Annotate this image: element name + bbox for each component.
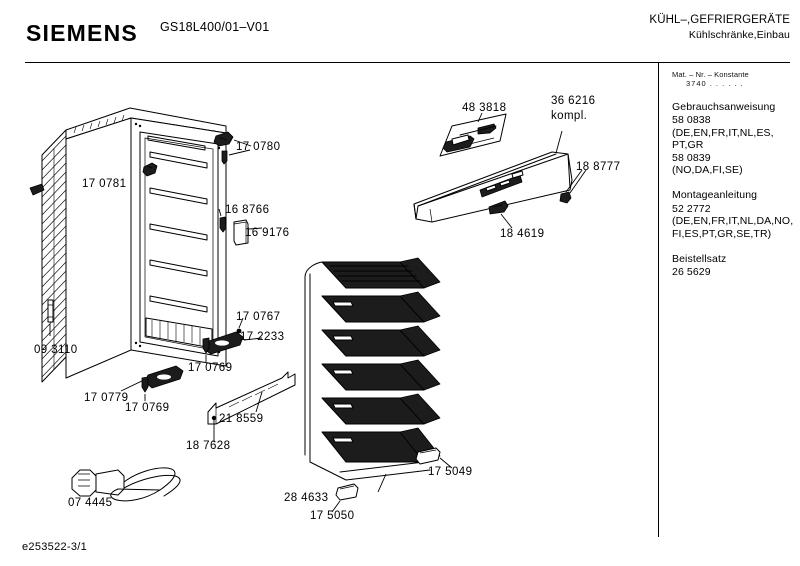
document-id: e253522-3/1 — [22, 541, 88, 553]
shelf-row — [321, 393, 441, 425]
callout-170781: 17 0781 — [82, 178, 127, 190]
shelf-row — [321, 325, 441, 357]
part-175049-cap — [415, 447, 453, 469]
header-divider — [25, 62, 790, 63]
category-line-1: KÜHL–,GEFRIERGERÄTE — [649, 14, 790, 26]
block-line: (DE,EN,FR,IT,NL,DA,NO, — [672, 215, 794, 228]
block-line: PT,GR — [672, 139, 704, 152]
part-187628-screw — [211, 415, 217, 442]
part-175050-cap — [331, 483, 359, 513]
part-170767-screw — [236, 317, 244, 334]
callout-170769-left: 17 0769 — [125, 402, 170, 414]
callout-184619: 18 4619 — [500, 228, 545, 240]
callout-366216: 36 6216 — [551, 95, 596, 107]
condenser-clip-upper — [29, 183, 45, 196]
callout-168766: 16 8766 — [225, 204, 270, 216]
callout-188777: 18 8777 — [576, 161, 621, 173]
block-line: FI,ES,PT,GR,SE,TR) — [672, 227, 772, 240]
callout-172233: 17 2233 — [240, 331, 285, 343]
callout-169176: 16 9176 — [245, 227, 290, 239]
callout-175049: 17 5049 — [428, 466, 473, 478]
block-line: (NO,DA,FI,SE) — [672, 164, 743, 177]
cabinet-front-frame — [130, 117, 227, 367]
callout-175050: 17 5050 — [310, 510, 355, 522]
info-block-beistellsatz: Beistellsatz 26 5629 — [672, 253, 794, 279]
leader-284633 — [377, 473, 387, 493]
callout-366216-kompl: kompl. — [551, 110, 588, 122]
part-169176-bushing — [233, 219, 263, 246]
part-170779-bracket — [120, 365, 184, 392]
block-line: 58 0838 — [672, 114, 711, 127]
siemens-logo: SIEMENS — [26, 20, 138, 46]
info-block-gebrauchsanweisung: Gebrauchsanweisung 58 0838 (DE,EN,FR,IT,… — [672, 101, 794, 176]
part-366216-panel-cover — [413, 130, 573, 223]
part-483818-thermostat — [439, 112, 507, 157]
shelf-row — [321, 257, 441, 289]
hinge-bracket-top — [142, 162, 158, 177]
callout-218559: 21 8559 — [219, 413, 264, 425]
evaporator-shelf-rack — [304, 257, 441, 481]
part-074445-power-cord — [71, 467, 181, 502]
callout-284633: 28 4633 — [284, 492, 329, 504]
part-170769-screw-left — [141, 376, 149, 401]
callout-483818: 48 3818 — [462, 102, 507, 114]
part-093110-clip — [47, 299, 54, 336]
block-title: Beistellsatz — [672, 253, 727, 266]
category-line-2: Kühlschränke,Einbau — [688, 29, 790, 41]
callout-170767: 17 0767 — [236, 311, 281, 323]
callout-170769-right: 17 0769 — [188, 362, 233, 374]
block-title: Gebrauchsanweisung — [672, 101, 776, 113]
block-line: 52 2772 — [672, 202, 711, 215]
info-panel: Mat. – Nr. – Konstante 3740 . . . . . . … — [672, 70, 794, 279]
part-170769-screw-right — [202, 337, 210, 362]
model-number: GS18L400/01–V01 — [160, 20, 270, 34]
refrigerator-cabinet — [41, 107, 227, 383]
part-188777-screws — [559, 169, 587, 204]
mat-label: Mat. – Nr. – Konstante — [672, 70, 749, 79]
callout-093110: 09 3110 — [34, 344, 78, 356]
shelf-row — [321, 291, 441, 323]
cabinet-left-face — [65, 117, 132, 379]
part-218559-rail — [207, 371, 296, 425]
panel-divider — [658, 62, 659, 537]
block-line: (DE,EN,FR,IT,NL,ES, — [672, 126, 774, 139]
part-184619-clip — [488, 200, 513, 229]
part-168766-pin — [218, 208, 227, 233]
info-block-montageanleitung: Montageanleitung 52 2772 (DE,EN,FR,IT,NL… — [672, 189, 794, 240]
callout-187628: 18 7628 — [186, 440, 231, 452]
callout-170780: 17 0780 — [236, 141, 281, 153]
callout-170779: 17 0779 — [84, 392, 129, 404]
block-line: 58 0839 — [672, 151, 711, 164]
block-title: Montageanleitung — [672, 189, 758, 202]
shelf-rails — [149, 151, 208, 313]
callout-074445: 07 4445 — [68, 497, 113, 509]
mat-number: 3740 . . . . . . — [686, 79, 744, 88]
shelf-row — [321, 359, 441, 391]
part-170780-hinge — [213, 131, 252, 165]
block-line: 26 5629 — [672, 266, 711, 279]
